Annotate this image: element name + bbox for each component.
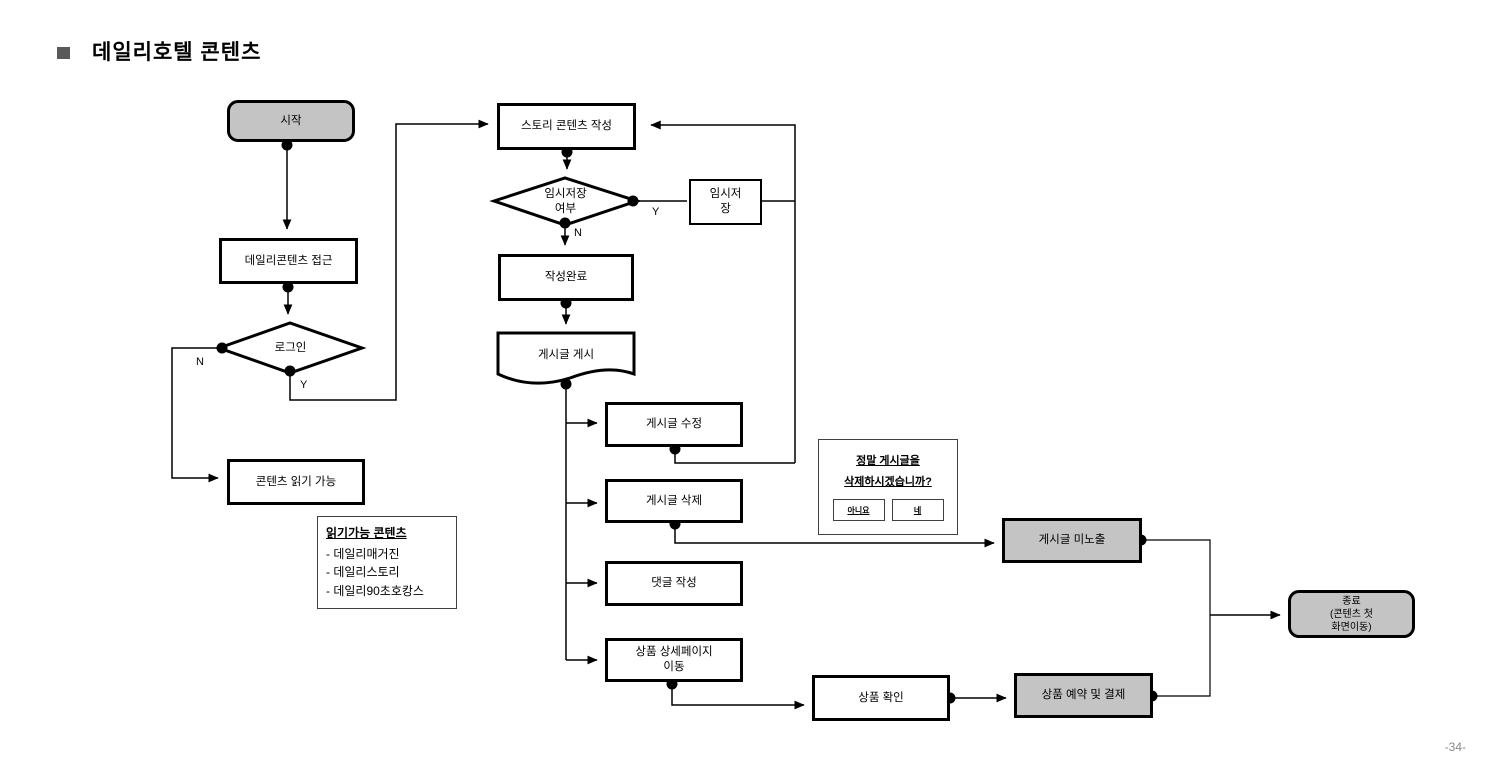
delete-dialog-text-line1: 정말 게시글을 — [856, 454, 920, 467]
page-title: 데일리호텔 콘텐츠 — [92, 41, 262, 64]
node-comment-write: 댓글 작성 — [605, 561, 743, 606]
connector-dot — [627, 195, 639, 207]
node-post-delete: 게시글 삭제 — [605, 479, 743, 523]
connector-dot — [282, 281, 294, 293]
delete-confirm-dialog: 정말 게시글을 삭제하시겠습니까? 아니요 네 — [818, 439, 958, 535]
login-decision-shape — [214, 321, 367, 375]
connector-dot — [560, 378, 572, 390]
branch-label-temp-y: Y — [652, 206, 660, 218]
connector-post-delete-to-post-hidden — [674, 524, 995, 548]
branch-label-login-y: Y — [300, 379, 308, 391]
readable-contents-note: 읽기가능 콘텐츠 - 데일리매거진 - 데일리스토리 - 데일리90초호캉스 — [317, 516, 457, 609]
node-product-detail-page: 상품 상세페이지 이동 — [605, 638, 743, 682]
node-product-reserve-pay: 상품 예약 및 결제 — [1014, 673, 1153, 718]
node-content-read: 콘텐츠 읽기 가능 — [227, 459, 365, 505]
connector-login-n-to-content-read — [171, 347, 222, 483]
connector-dot — [281, 139, 293, 151]
node-end: 종료 (콘텐츠 첫 화면이동) — [1288, 590, 1415, 638]
node-write-complete: 작성완료 — [498, 254, 634, 301]
node-story-content-write: 스토리 콘텐츠 작성 — [497, 103, 636, 150]
dialog-no-button[interactable]: 아니요 — [832, 499, 885, 522]
connector-post-hidden-to-junction — [1141, 539, 1211, 615]
connector-feedback-to-story-write — [650, 120, 796, 463]
connector-product-pay-to-junction — [1152, 615, 1211, 697]
connector-dot — [559, 217, 571, 229]
connector-login-y-to-story-write — [289, 119, 489, 401]
connector-dot — [216, 342, 228, 354]
post-publish-document-shape — [496, 331, 636, 385]
page-number: -34- — [1444, 740, 1466, 754]
node-daily-content-access: 데일리콘텐츠 접근 — [219, 238, 358, 284]
readable-contents-item: - 데일리매거진 — [326, 546, 400, 561]
connector-product-detail-to-product-check — [671, 684, 805, 710]
node-temp-save-decision-label: 임시저장 여부 — [544, 188, 587, 215]
title-bullet-icon — [57, 46, 70, 59]
connector-dot — [284, 365, 296, 377]
slide-title-row: 데일리호텔 콘텐츠 — [57, 36, 261, 66]
readable-contents-heading: 읽기가능 콘텐츠 — [326, 526, 407, 540]
node-temp-save: 임시저 장 — [689, 179, 762, 225]
delete-dialog-text-line2: 삭제하시겠습니까? — [844, 475, 932, 488]
node-post-hidden: 게시글 미노출 — [1002, 518, 1142, 563]
node-post-edit: 게시글 수정 — [605, 402, 743, 447]
connector-post-edit-to-feedback — [674, 449, 795, 464]
readable-contents-item: - 데일리90초호캉스 — [326, 583, 424, 598]
node-start: 시작 — [227, 100, 355, 142]
readable-contents-item: - 데일리스토리 — [326, 565, 400, 580]
node-product-check: 상품 확인 — [812, 675, 950, 721]
delete-dialog-buttons: 아니요 네 — [832, 499, 944, 522]
dialog-yes-button[interactable]: 네 — [891, 499, 944, 522]
branch-label-temp-n: N — [574, 227, 582, 239]
branch-label-login-n: N — [196, 356, 204, 368]
node-login-decision-label: 로그인 — [274, 341, 307, 354]
node-post-publish-label: 게시글 게시 — [537, 348, 595, 361]
